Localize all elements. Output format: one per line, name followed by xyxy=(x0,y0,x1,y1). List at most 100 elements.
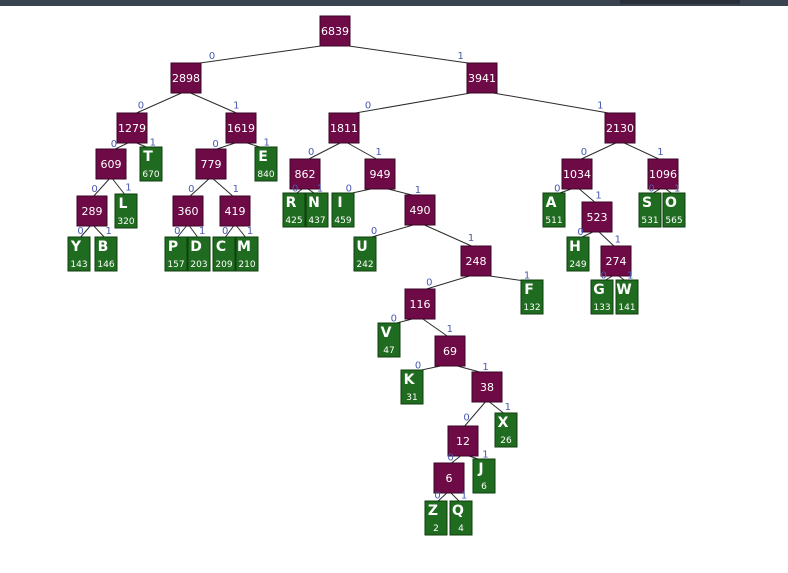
leaf-node-k: K31 xyxy=(400,369,424,405)
leaf-box xyxy=(377,322,401,358)
edge-bit-label: 0 xyxy=(308,147,314,158)
leaf-box xyxy=(164,236,188,272)
leaf-frequency: 2 xyxy=(433,524,439,534)
node-weight: 289 xyxy=(82,205,103,218)
leaf-symbol: U xyxy=(356,239,367,255)
leaf-symbol: C xyxy=(216,239,226,255)
internal-node: 490 xyxy=(404,194,436,226)
leaf-box xyxy=(520,279,544,315)
internal-node: 6839 xyxy=(319,15,351,47)
node-weight: 609 xyxy=(101,158,122,171)
leaf-frequency: 209 xyxy=(215,260,232,270)
leaf-symbol: T xyxy=(143,149,153,165)
leaf-frequency: 320 xyxy=(117,217,134,227)
leaf-frequency: 133 xyxy=(593,303,610,313)
leaf-node-e: E 840 xyxy=(254,146,278,182)
tree-edge xyxy=(334,43,483,66)
tree-edge xyxy=(91,176,112,199)
internal-box xyxy=(604,112,636,144)
leaf-symbol: D xyxy=(190,239,202,255)
edge-bit-label: 0 xyxy=(601,270,607,281)
leaf-box xyxy=(94,236,118,272)
edge-bit-label: 1 xyxy=(482,449,488,460)
leaf-symbol: N xyxy=(308,195,320,211)
edge-bit-label: 1 xyxy=(468,233,474,244)
leaf-box xyxy=(424,500,448,536)
edge-bit-label: 0 xyxy=(111,139,117,150)
internal-box xyxy=(600,245,632,277)
window-tab-strip xyxy=(620,0,740,4)
edge-bit-label: 1 xyxy=(105,226,111,237)
leaf-frequency: 47 xyxy=(383,346,394,356)
leaf-box xyxy=(139,146,163,182)
internal-node: 1619 xyxy=(225,112,257,144)
internal-box xyxy=(195,148,227,180)
leaf-box xyxy=(472,458,496,494)
leaf-node-q: Q4 xyxy=(449,500,473,536)
leaf-box xyxy=(566,236,590,272)
tree-edge xyxy=(596,229,617,249)
leaf-node-x: X26 xyxy=(494,412,518,448)
internal-box xyxy=(328,112,360,144)
internal-node: 779 xyxy=(195,148,227,180)
edge-bit-label: 1 xyxy=(461,491,467,502)
node-weight: 274 xyxy=(606,255,627,268)
edge-bit-label: 1 xyxy=(150,137,156,148)
internal-box xyxy=(466,62,498,94)
leaf-frequency: 141 xyxy=(618,303,635,313)
edge-bit-label: 1 xyxy=(458,51,464,62)
leaf-symbol: I xyxy=(337,195,342,211)
internal-box xyxy=(434,335,466,367)
tree-edge xyxy=(481,90,621,116)
leaf-symbol: O xyxy=(665,195,677,211)
leaf-frequency: 146 xyxy=(97,260,114,270)
leaf-symbol: Q xyxy=(452,503,464,519)
internal-box xyxy=(364,158,396,190)
edge-bit-label: 1 xyxy=(524,270,530,281)
node-weight: 1619 xyxy=(227,122,255,135)
internal-node: 360 xyxy=(172,195,204,227)
leaf-symbol: B xyxy=(98,239,109,255)
leaf-symbol: F xyxy=(524,282,534,298)
edge-bit-label: 1 xyxy=(627,270,633,281)
leaf-symbol: J xyxy=(477,461,483,477)
leaf-frequency: 31 xyxy=(406,393,417,403)
leaf-box xyxy=(187,236,211,272)
edge-bit-label: 1 xyxy=(615,234,621,245)
edge-bit-label: 0 xyxy=(448,453,454,464)
internal-node: 1096 xyxy=(647,158,679,190)
leaf-symbol: P xyxy=(168,239,178,255)
edge-bit-label: 1 xyxy=(482,362,488,373)
edge-bit-label: 1 xyxy=(317,183,323,194)
leaf-symbol: W xyxy=(616,282,631,298)
edge-bit-label: 0 xyxy=(463,413,469,424)
internal-box xyxy=(172,195,204,227)
internal-node: 1811 xyxy=(328,112,360,144)
tree-edge xyxy=(185,43,336,66)
internal-node: 38 xyxy=(471,371,503,403)
leaf-box xyxy=(353,236,377,272)
leaf-node-v: V47 xyxy=(377,322,401,358)
leaf-frequency: 670 xyxy=(142,170,159,180)
leaf-node-z: Z2 xyxy=(424,500,448,536)
edge-bit-label: 0 xyxy=(346,183,352,194)
leaf-box xyxy=(662,192,686,228)
internal-box xyxy=(404,194,436,226)
edge-bit-label: 1 xyxy=(674,183,680,194)
leaf-symbol: E xyxy=(258,149,268,165)
leaf-symbol: Y xyxy=(70,239,82,255)
leaf-symbol: G xyxy=(593,282,605,298)
edge-bit-label: 1 xyxy=(415,185,421,196)
leaf-box xyxy=(235,236,259,272)
edge-bit-label: 0 xyxy=(91,184,97,195)
leaf-frequency: 840 xyxy=(257,170,274,180)
